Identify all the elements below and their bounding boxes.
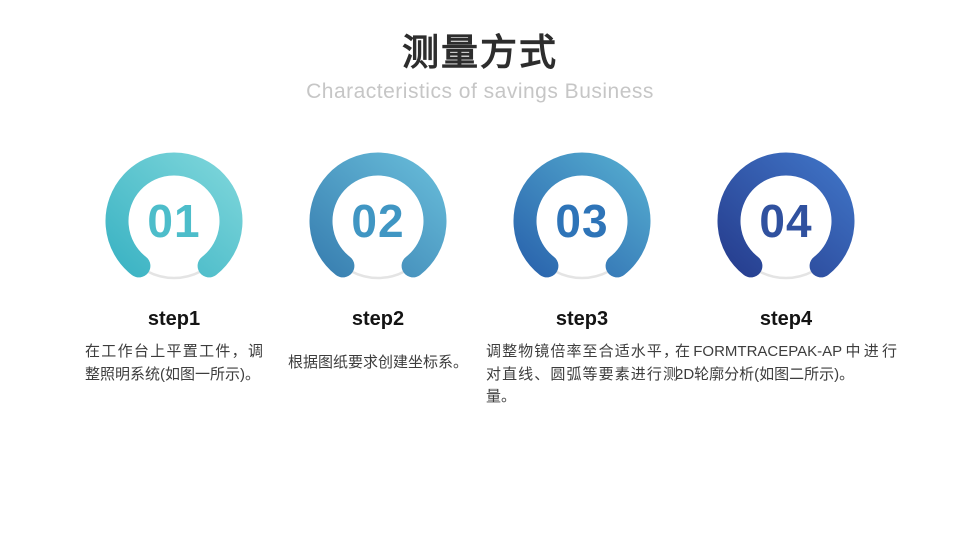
step-number: 01 (147, 195, 201, 247)
ring-progress-arc (105, 152, 243, 278)
step-description: 根据图纸要求创建坐标系。 (287, 354, 468, 371)
step-number: 04 (759, 195, 813, 247)
page-title: 测量方式 (402, 32, 558, 73)
page-subtitle: Characteristics of savings Business (306, 80, 654, 103)
step-label: step3 (555, 308, 609, 330)
step-description: 在FORMTRACEPAK-AP中进行2D轮廓分析(如图二所示)。 (675, 343, 897, 383)
ring-graphic-3 (513, 152, 651, 280)
slide-header: 测量方式 Characteristics of savings Business (0, 22, 960, 104)
step-label: step4 (759, 308, 813, 330)
step-number: 02 (351, 195, 405, 247)
step-3-progress-ring: 03 (507, 146, 657, 296)
step-column-1: 01 step1 在工作台上平置工件，调整照明系统(如图一所示)。 (72, 146, 276, 409)
step-1-progress-ring: 01 (99, 146, 249, 296)
step-description: 在工作台上平置工件，调整照明系统(如图一所示)。 (85, 343, 263, 383)
ring-graphic-1 (105, 152, 243, 280)
ring-progress-arc (309, 152, 447, 278)
step-description: 调整物镜倍率至合适水平，对直线、圆弧等要素进行测量。 (486, 343, 678, 405)
step-2-progress-ring: 02 (303, 146, 453, 296)
step-column-4: 04 step4 在FORMTRACEPAK-AP中进行2D轮廓分析(如图二所示… (675, 146, 897, 409)
ring-progress-arc (717, 152, 855, 278)
ring-graphic-2 (309, 152, 447, 280)
step-number: 03 (555, 195, 609, 247)
step-label: step2 (351, 308, 405, 330)
step-column-2: 02 step2 根据图纸要求创建坐标系。 (276, 146, 480, 409)
ring-progress-arc (513, 152, 651, 278)
steps-row: 01 step1 在工作台上平置工件，调整照明系统(如图一所示)。 02 (72, 146, 897, 409)
step-column-3: 03 step3 调整物镜倍率至合适水平，对直线、圆弧等要素进行测量。 (480, 146, 684, 409)
step-label: step1 (147, 308, 201, 330)
ring-graphic-4 (717, 152, 855, 280)
step-4-progress-ring: 04 (711, 146, 861, 296)
